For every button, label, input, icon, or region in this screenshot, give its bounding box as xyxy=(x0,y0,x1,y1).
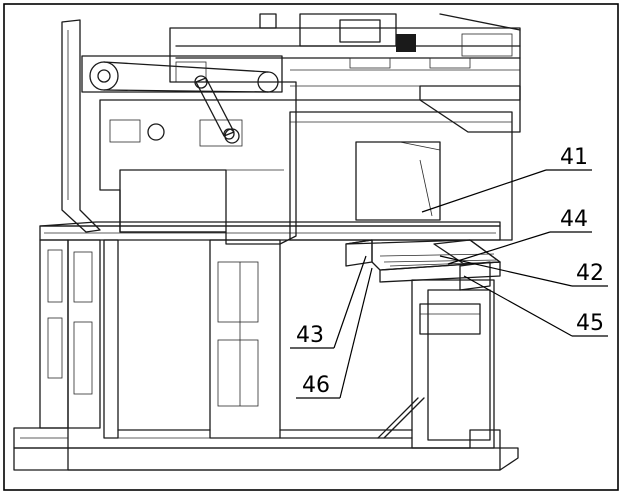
tray-lip xyxy=(379,261,501,283)
tray-assembly xyxy=(345,239,501,291)
label-41: 41 xyxy=(560,145,588,170)
leader-46 xyxy=(339,267,373,399)
leader-42 xyxy=(439,255,573,287)
leader-41 xyxy=(421,169,547,213)
leader-lines xyxy=(290,169,608,399)
reference-numerals: 41 44 42 45 43 46 xyxy=(296,145,604,398)
label-46: 46 xyxy=(302,373,330,398)
label-42: 42 xyxy=(576,261,604,286)
tray-support xyxy=(459,261,491,291)
label-44: 44 xyxy=(560,207,588,232)
base-frame xyxy=(13,221,519,471)
leader-43 xyxy=(333,255,367,349)
cutout-window xyxy=(355,141,441,221)
leader-45 xyxy=(463,275,573,337)
label-45: 45 xyxy=(576,311,604,336)
figure-border xyxy=(3,3,619,491)
label-43: 43 xyxy=(296,323,324,348)
leader-44 xyxy=(447,231,551,265)
upper-housing xyxy=(61,13,521,245)
